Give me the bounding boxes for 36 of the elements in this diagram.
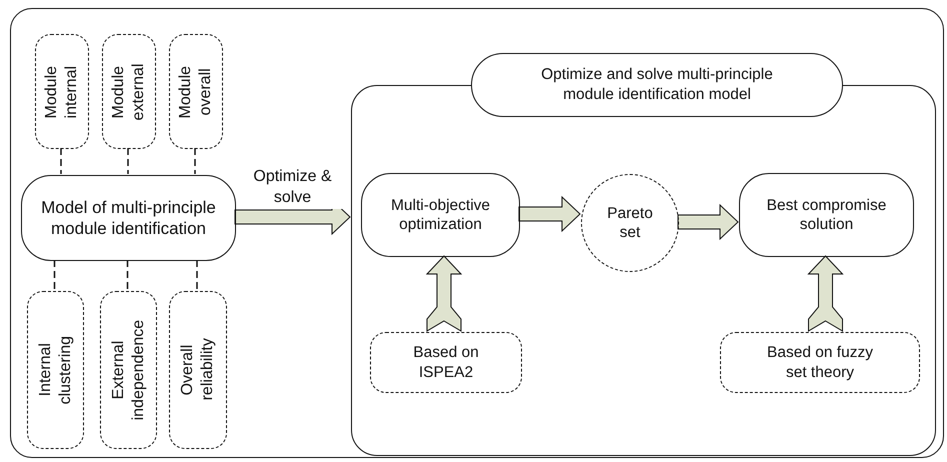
node-label: External independence xyxy=(108,319,148,421)
dashed-circle xyxy=(581,174,679,272)
node-label: Best compromise solution xyxy=(766,196,888,234)
process-panel xyxy=(351,53,936,456)
node-label: Multi-objective optimization xyxy=(390,196,492,234)
node-label: Internal clustering xyxy=(36,334,74,406)
node-label: Module internal xyxy=(42,64,81,120)
node-label: Based on fuzzy set theory xyxy=(766,343,874,382)
panel-heading: Optimize and solve multi-principle module identification model xyxy=(471,53,843,117)
process-box xyxy=(739,173,914,257)
block-arrow xyxy=(426,255,462,332)
dashed-box xyxy=(370,332,522,393)
node-label: Based on ISPEA2 xyxy=(412,343,480,382)
dashed-connector xyxy=(126,260,128,290)
dashed-box xyxy=(35,34,89,149)
node-label: Pareto set xyxy=(606,204,654,242)
block-arrow xyxy=(678,204,739,240)
dashed-connector xyxy=(54,260,56,290)
dashed-box xyxy=(102,34,156,149)
dashed-connector xyxy=(194,148,196,174)
dashed-box xyxy=(169,34,223,149)
dashed-box xyxy=(720,332,920,393)
process-box xyxy=(21,175,236,261)
process-box xyxy=(361,173,520,257)
dashed-connector xyxy=(127,148,129,174)
node-label: Module external xyxy=(109,62,148,122)
dashed-box xyxy=(100,291,157,449)
dashed-connector xyxy=(60,148,62,174)
dashed-box xyxy=(169,291,227,449)
node-label: Overall reliability xyxy=(178,337,217,404)
block-arrow xyxy=(518,196,581,232)
block-arrow xyxy=(807,255,844,332)
dashed-box xyxy=(27,291,84,449)
dashed-connector xyxy=(196,260,198,290)
node-label: Model of multi-principle module identification xyxy=(40,196,217,240)
node-label: Module overall xyxy=(176,64,215,120)
